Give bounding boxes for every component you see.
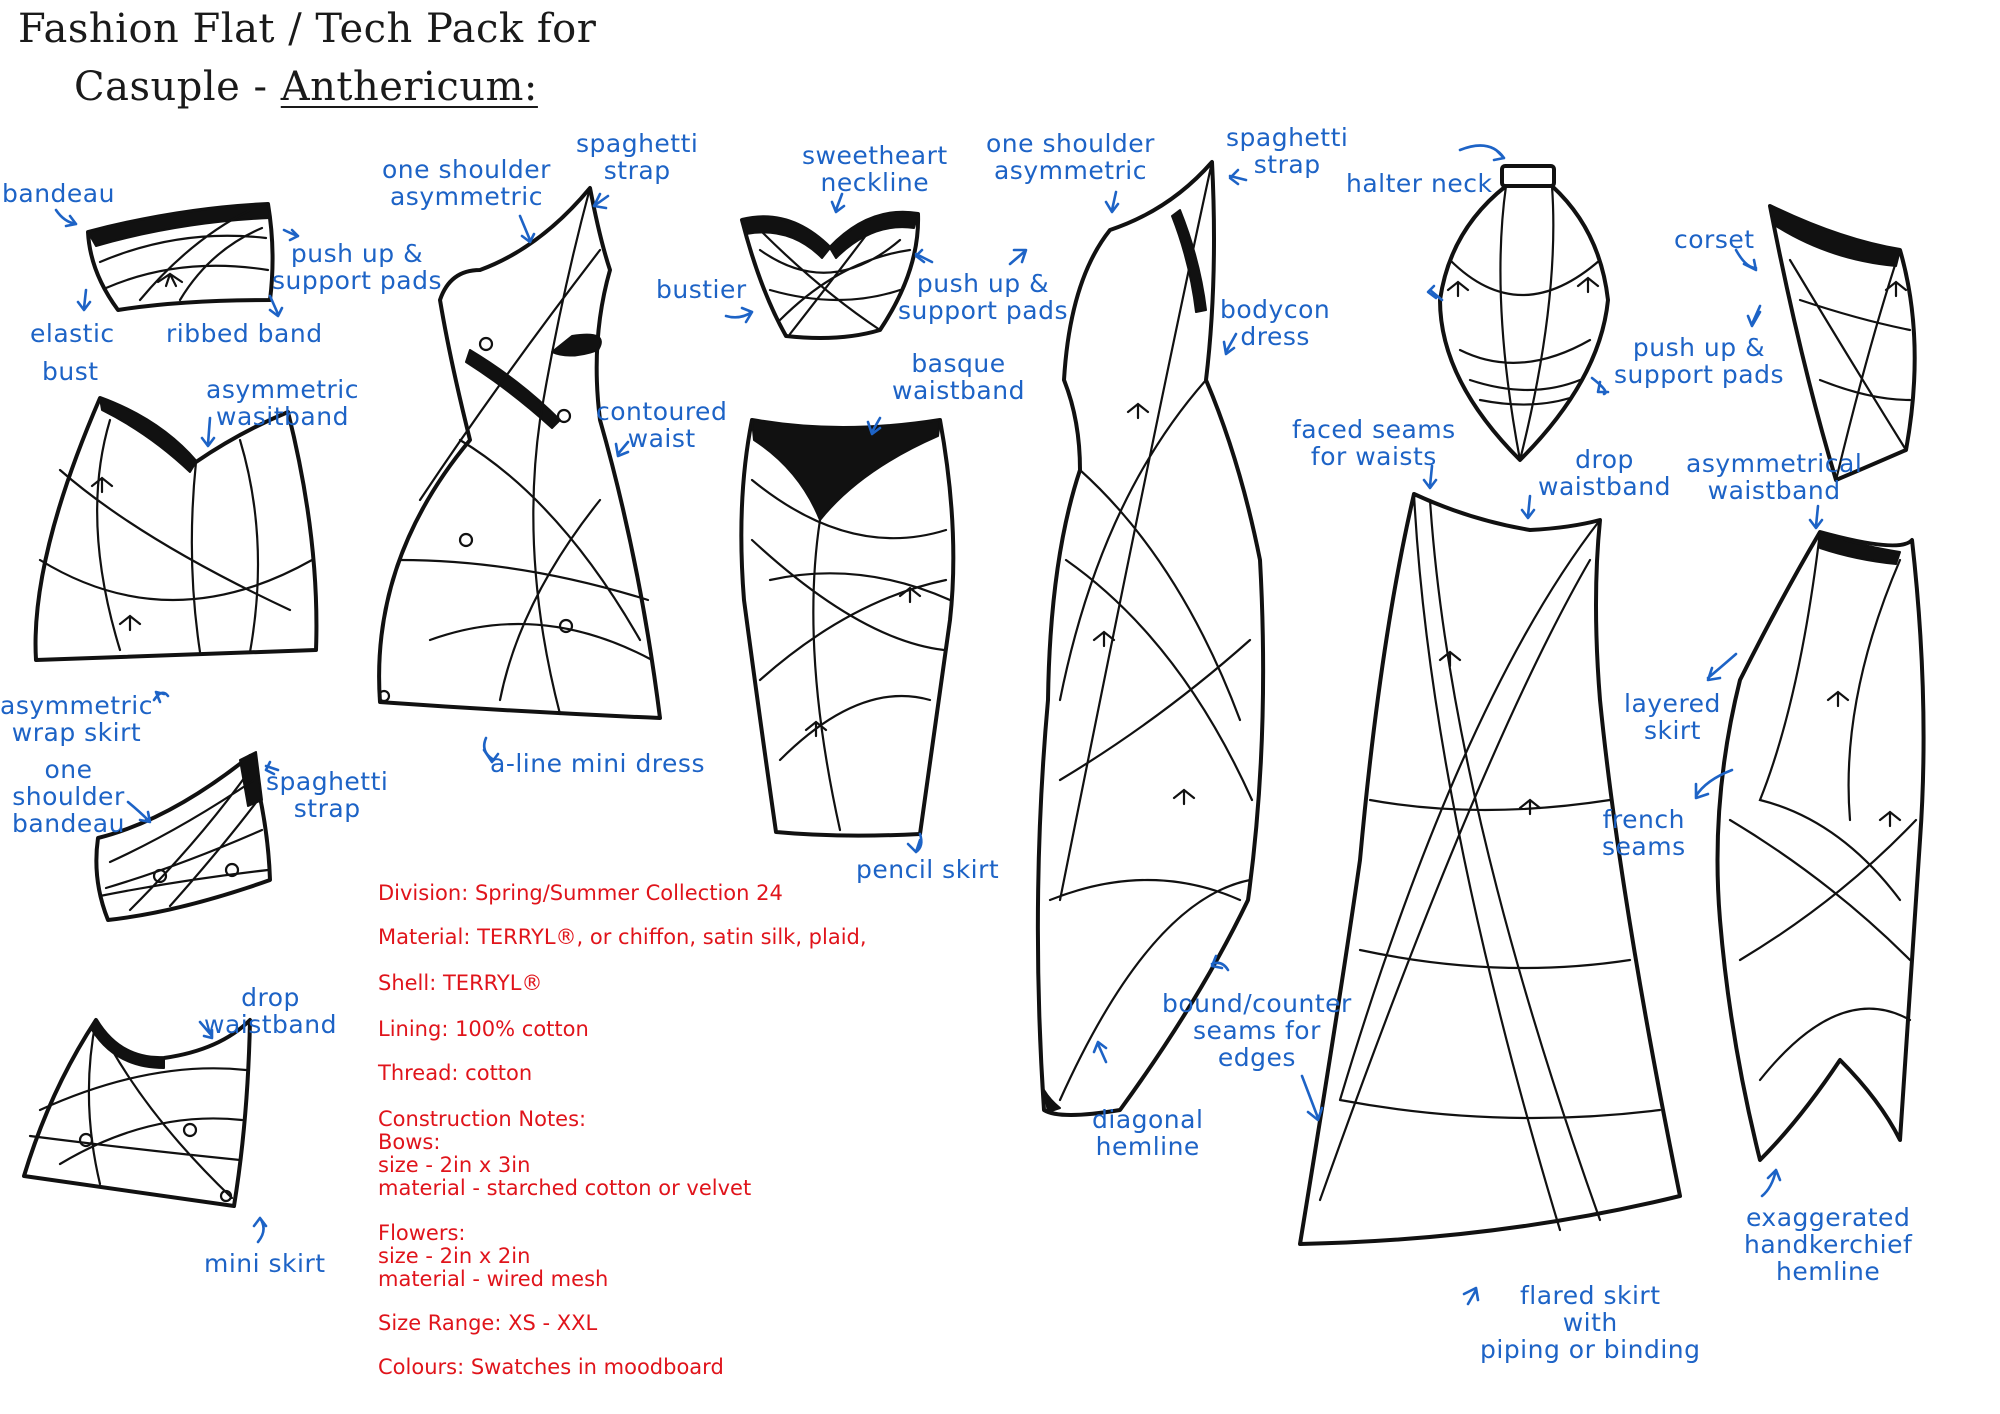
sketch-bustier: [740, 210, 921, 340]
label-spaghetti-strap-1: spaghetti strap: [266, 767, 389, 823]
spec-colours: Colours: Swatches in moodboard: [378, 1355, 724, 1379]
spec-construction-notes: Construction Notes: Bows: size - 2in x 3…: [378, 1107, 752, 1200]
label-handkerchief-hemline: exaggerated handkerchief hemline: [1744, 1203, 1913, 1286]
label-french-seams: french seams: [1602, 805, 1686, 861]
spec-division: Division: Spring/Summer Collection 24: [378, 881, 783, 905]
label-bust: bust: [42, 357, 99, 386]
sketch-halter-neck-top: [1438, 164, 1610, 462]
spec-thread: Thread: cotton: [378, 1061, 533, 1085]
label-bandeau: bandeau: [2, 179, 115, 208]
label-one-shoulder-asymmetric-2: one shoulder asymmetric: [986, 129, 1155, 185]
label-spaghetti-strap-2: spaghetti strap: [576, 129, 699, 185]
label-pencil-skirt: pencil skirt: [856, 855, 1000, 884]
label-asymmetrical-waistband: asymmetrical waistband: [1686, 449, 1863, 505]
spec-flowers: Flowers: size - 2in x 2in material - wir…: [378, 1221, 609, 1291]
sketch-asymmetric-wrap-skirt: [33, 396, 319, 662]
sketch-bodycon-dress: [1035, 160, 1266, 1117]
title-line-1: Fashion Flat / Tech Pack for: [18, 6, 597, 52]
sketch-drop-waist-mini-skirt: [22, 1018, 252, 1208]
label-push-up-pads-3: push up & support pads: [1614, 333, 1785, 389]
annotation-arrows: [54, 144, 1824, 1306]
label-diagonal-hemline: diagonal hemline: [1092, 1105, 1204, 1161]
title-line-2: Casuple - Anthericum:: [74, 64, 538, 110]
label-asymmetric-wrap-skirt: asymmetric wrap skirt: [0, 691, 153, 747]
sketch-handkerchief-skirt: [1715, 530, 1926, 1162]
label-drop-waistband-2: drop waistband: [1538, 445, 1671, 501]
sketch-a-line-mini-dress: [377, 186, 662, 720]
label-bound-counter-seams: bound/counter seams for edges: [1162, 989, 1352, 1072]
label-contoured-waist: contoured waist: [596, 397, 728, 453]
collection-name: Anthericum:: [280, 64, 538, 110]
label-layered-skirt: layered skirt: [1624, 689, 1721, 745]
label-basque-waistband: basque waistband: [892, 349, 1025, 405]
label-flared-skirt: flared skirt with piping or binding: [1480, 1281, 1701, 1364]
label-faced-seams: faced seams for waists: [1292, 415, 1456, 471]
label-elastic: elastic: [30, 319, 115, 348]
sketch-pencil-skirt: [739, 418, 956, 838]
label-halter-neck: halter neck: [1346, 169, 1493, 198]
spec-lining: Lining: 100% cotton: [378, 1017, 589, 1041]
label-corset: corset: [1674, 225, 1755, 254]
label-bodycon-dress: bodycon dress: [1220, 295, 1331, 351]
label-spaghetti-strap-3: spaghetti strap: [1226, 123, 1349, 179]
sketch-corset: [1768, 204, 1917, 482]
label-one-shoulder-asymmetric-1: one shoulder asymmetric: [382, 155, 551, 211]
label-mini-skirt: mini skirt: [204, 1249, 326, 1278]
label-push-up-pads-1: push up & support pads: [272, 239, 443, 295]
label-push-up-pads-2: push up & support pads: [898, 269, 1069, 325]
label-ribbed-band: ribbed band: [166, 319, 323, 348]
spec-shell: Shell: TERRYL®: [378, 971, 543, 995]
sketch-one-shoulder-bandeau: [94, 751, 272, 922]
title-prefix: Casuple -: [74, 64, 281, 110]
label-one-shoulder-bandeau: one shoulder bandeau: [12, 755, 125, 838]
label-sweetheart-neckline: sweetheart neckline: [802, 141, 948, 197]
sketch-flared-skirt: [1298, 492, 1682, 1246]
spec-material: Material: TERRYL®, or chiffon, satin sil…: [378, 925, 867, 949]
label-bustier: bustier: [656, 275, 747, 304]
label-a-line-mini-dress: a-line mini dress: [490, 749, 705, 778]
label-drop-waistband-1: drop waistband: [204, 983, 337, 1039]
spec-size-range: Size Range: XS - XXL: [378, 1311, 598, 1335]
label-asymmetric-wasitband: asymmetric wasitband: [206, 375, 359, 431]
sketch-bandeau-top: [86, 202, 275, 312]
